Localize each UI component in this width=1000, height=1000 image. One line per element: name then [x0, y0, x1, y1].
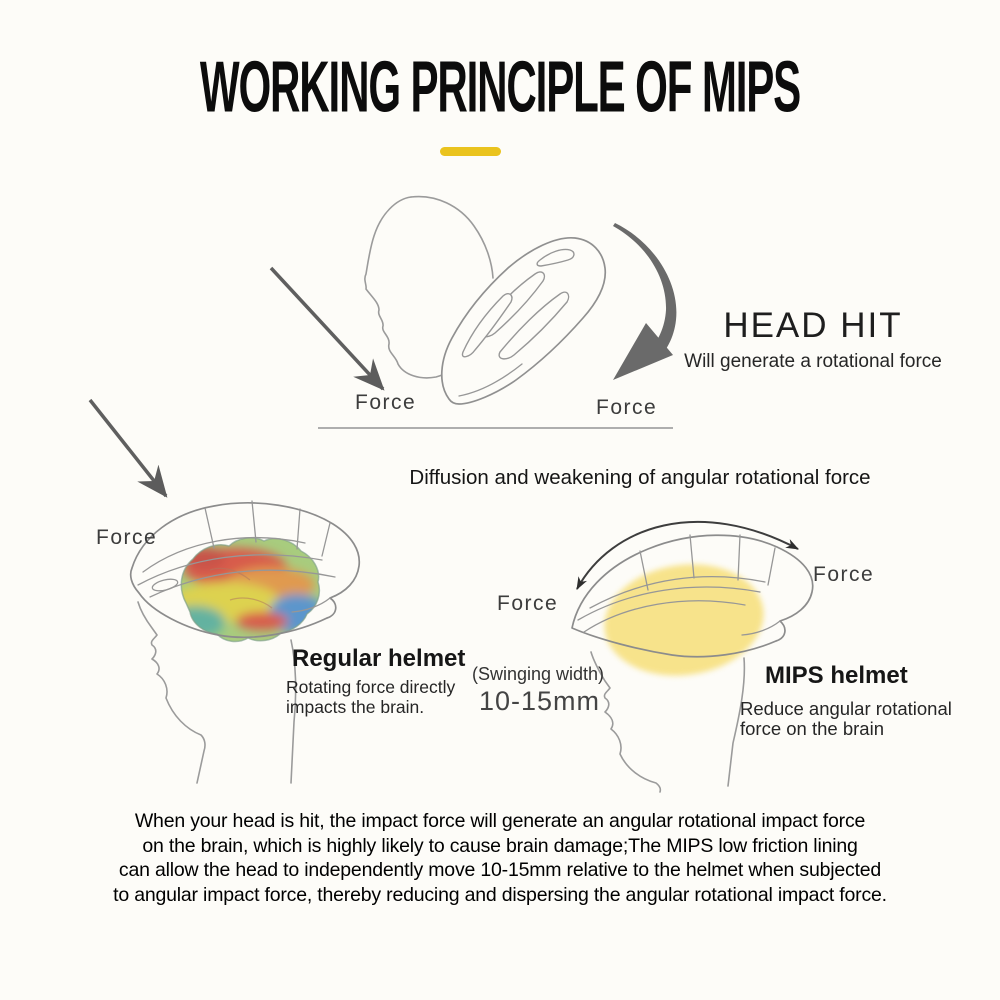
- explanation-line: on the brain, which is highly likely to …: [142, 834, 858, 857]
- force-label-top-left: Force: [355, 391, 417, 414]
- mips-highlight-blob: [604, 564, 764, 676]
- head-hit-subheading: Will generate a rotational force: [684, 351, 942, 372]
- force-label-regular: Force: [96, 526, 158, 549]
- impact-force-arrow-top: [269, 266, 385, 391]
- explanation-line: When your head is hit, the impact force …: [134, 810, 866, 832]
- regular-helmet-desc-1: Rotating force directly: [286, 677, 456, 697]
- regular-head-line-art: [137, 601, 297, 784]
- falling-head-line-art: [364, 195, 494, 379]
- explanation-paragraph: When your head is hit, the impact force …: [3, 809, 997, 908]
- regular-helmet-desc-2: impacts the brain.: [286, 697, 425, 717]
- mips-helmet-desc-1: Reduce angular rotational: [740, 698, 952, 719]
- mips-helmet-desc-2: force on the brain: [740, 718, 884, 739]
- mips-head-line-art: [590, 651, 746, 793]
- mips-helmet-title: MIPS helmet: [765, 662, 908, 689]
- rotation-arrow-curved: [613, 223, 677, 380]
- page-title: WORKING PRINCIPLE OF MIPS: [199, 47, 801, 128]
- title-underline-accent: [440, 147, 501, 156]
- swing-arc-arrow: [576, 520, 799, 590]
- force-label-top-right: Force: [596, 396, 658, 419]
- force-label-mips-right: Force: [813, 563, 875, 586]
- swing-width-value: 10-15mm: [479, 686, 601, 716]
- regular-helmet-title: Regular helmet: [292, 645, 466, 672]
- head-hit-heading: HEAD HIT: [723, 306, 903, 345]
- diffusion-heading: Diffusion and weakening of angular rotat…: [409, 466, 871, 489]
- impact-force-arrow-left: [88, 398, 168, 498]
- force-label-mips-left: Force: [497, 592, 559, 615]
- explanation-line: to angular impact force, thereby reducin…: [113, 884, 887, 907]
- regular-helmet-line-art: [129, 500, 361, 639]
- explanation-line: can allow the head to independently move…: [118, 859, 882, 882]
- swing-width-label: (Swinging width): [472, 664, 605, 684]
- impact-helmet-line-art: [440, 237, 607, 405]
